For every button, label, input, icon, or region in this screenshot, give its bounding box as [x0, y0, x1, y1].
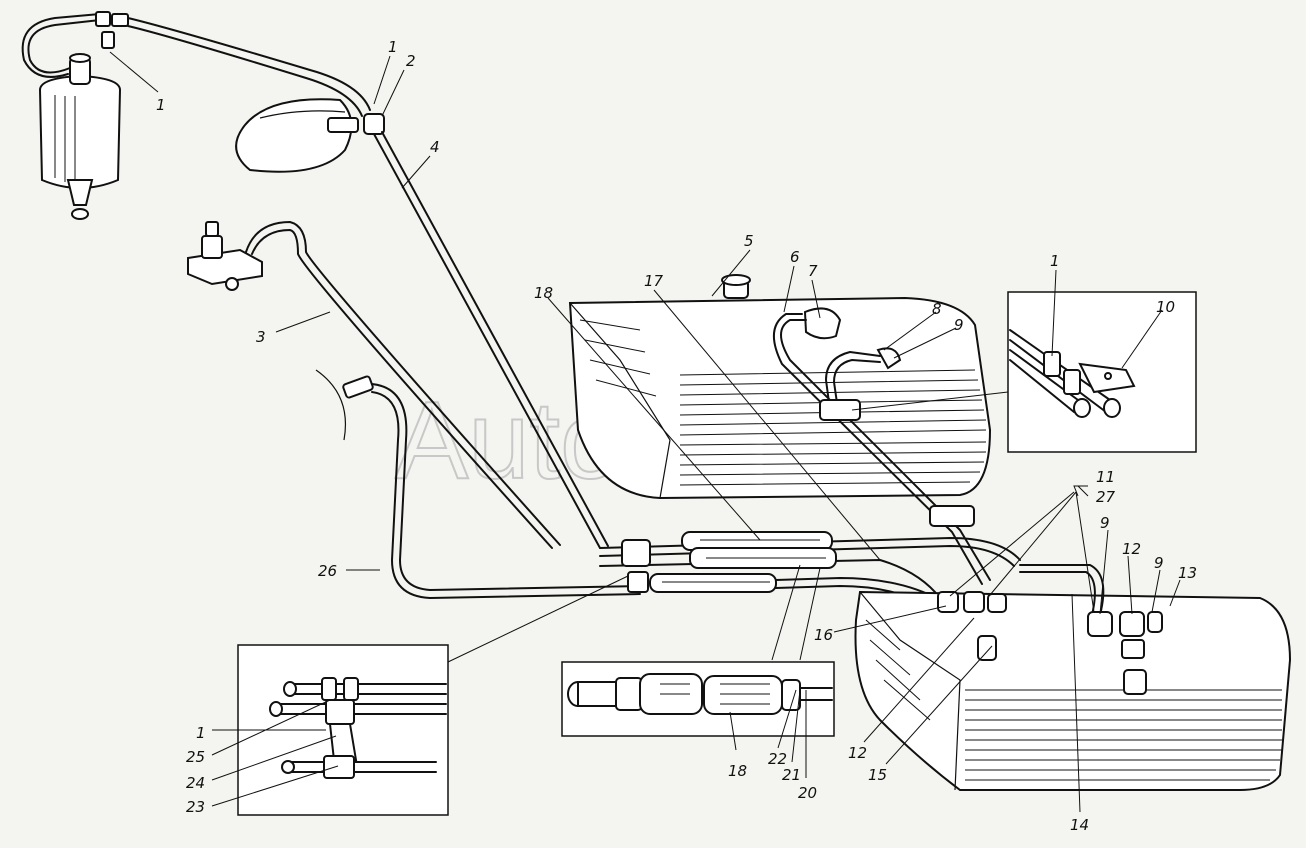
inset-center [561, 661, 835, 737]
central-filters [599, 531, 1021, 627]
callout-27: 27 [1096, 488, 1116, 506]
callout-25: 25 [186, 748, 205, 766]
callout-15: 15 [868, 766, 887, 784]
callout-4: 4 [430, 138, 440, 156]
pipe-top [95, 11, 371, 117]
wheel-arch [235, 98, 385, 173]
callout-21: 21 [782, 766, 801, 784]
callout-22: 22 [768, 750, 787, 768]
callout-20: 20 [798, 784, 817, 802]
callout-11: 11 [1096, 468, 1115, 486]
callout-18-inset: 18 [728, 762, 747, 780]
callout-2: 2 [406, 52, 416, 70]
callout-9-b: 9 [1154, 554, 1164, 572]
callout-labels: 1 1 2 4 3 5 6 7 8 9 1 10 17 18 11 27 9 1… [156, 38, 1197, 834]
pipe-26 [315, 369, 641, 599]
pipe-4 [373, 131, 609, 549]
fuel-filter [21, 13, 122, 220]
callout-23: 23 [186, 798, 205, 816]
callout-10: 10 [1156, 298, 1175, 316]
callout-12-top: 12 [1122, 540, 1141, 558]
callout-17: 17 [644, 272, 664, 290]
fuel-tank-upper [568, 274, 992, 585]
inset-right [1007, 291, 1197, 453]
callout-24: 24 [186, 774, 205, 792]
callout-1-top: 1 [388, 38, 398, 56]
callout-18-tank: 18 [534, 284, 553, 302]
leader-lines [109, 51, 1181, 813]
callout-3: 3 [256, 328, 266, 346]
pump-block [187, 221, 561, 549]
callout-9-tank1: 9 [954, 316, 964, 334]
callout-13: 13 [1178, 564, 1197, 582]
callout-9-a: 9 [1100, 514, 1110, 532]
callout-8: 8 [932, 300, 942, 318]
fuel-tank-lower [854, 564, 1292, 791]
callout-1-inset-right: 1 [1050, 252, 1060, 270]
callout-6: 6 [790, 248, 800, 266]
callout-7: 7 [808, 262, 818, 280]
callout-16: 16 [814, 626, 833, 644]
callout-1-inset-left: 1 [196, 724, 206, 742]
callout-12-bottom: 12 [848, 744, 867, 762]
callout-5: 5 [744, 232, 754, 250]
callout-14: 14 [1070, 816, 1089, 834]
callout-1-filter: 1 [156, 96, 166, 114]
callout-26: 26 [318, 562, 337, 580]
